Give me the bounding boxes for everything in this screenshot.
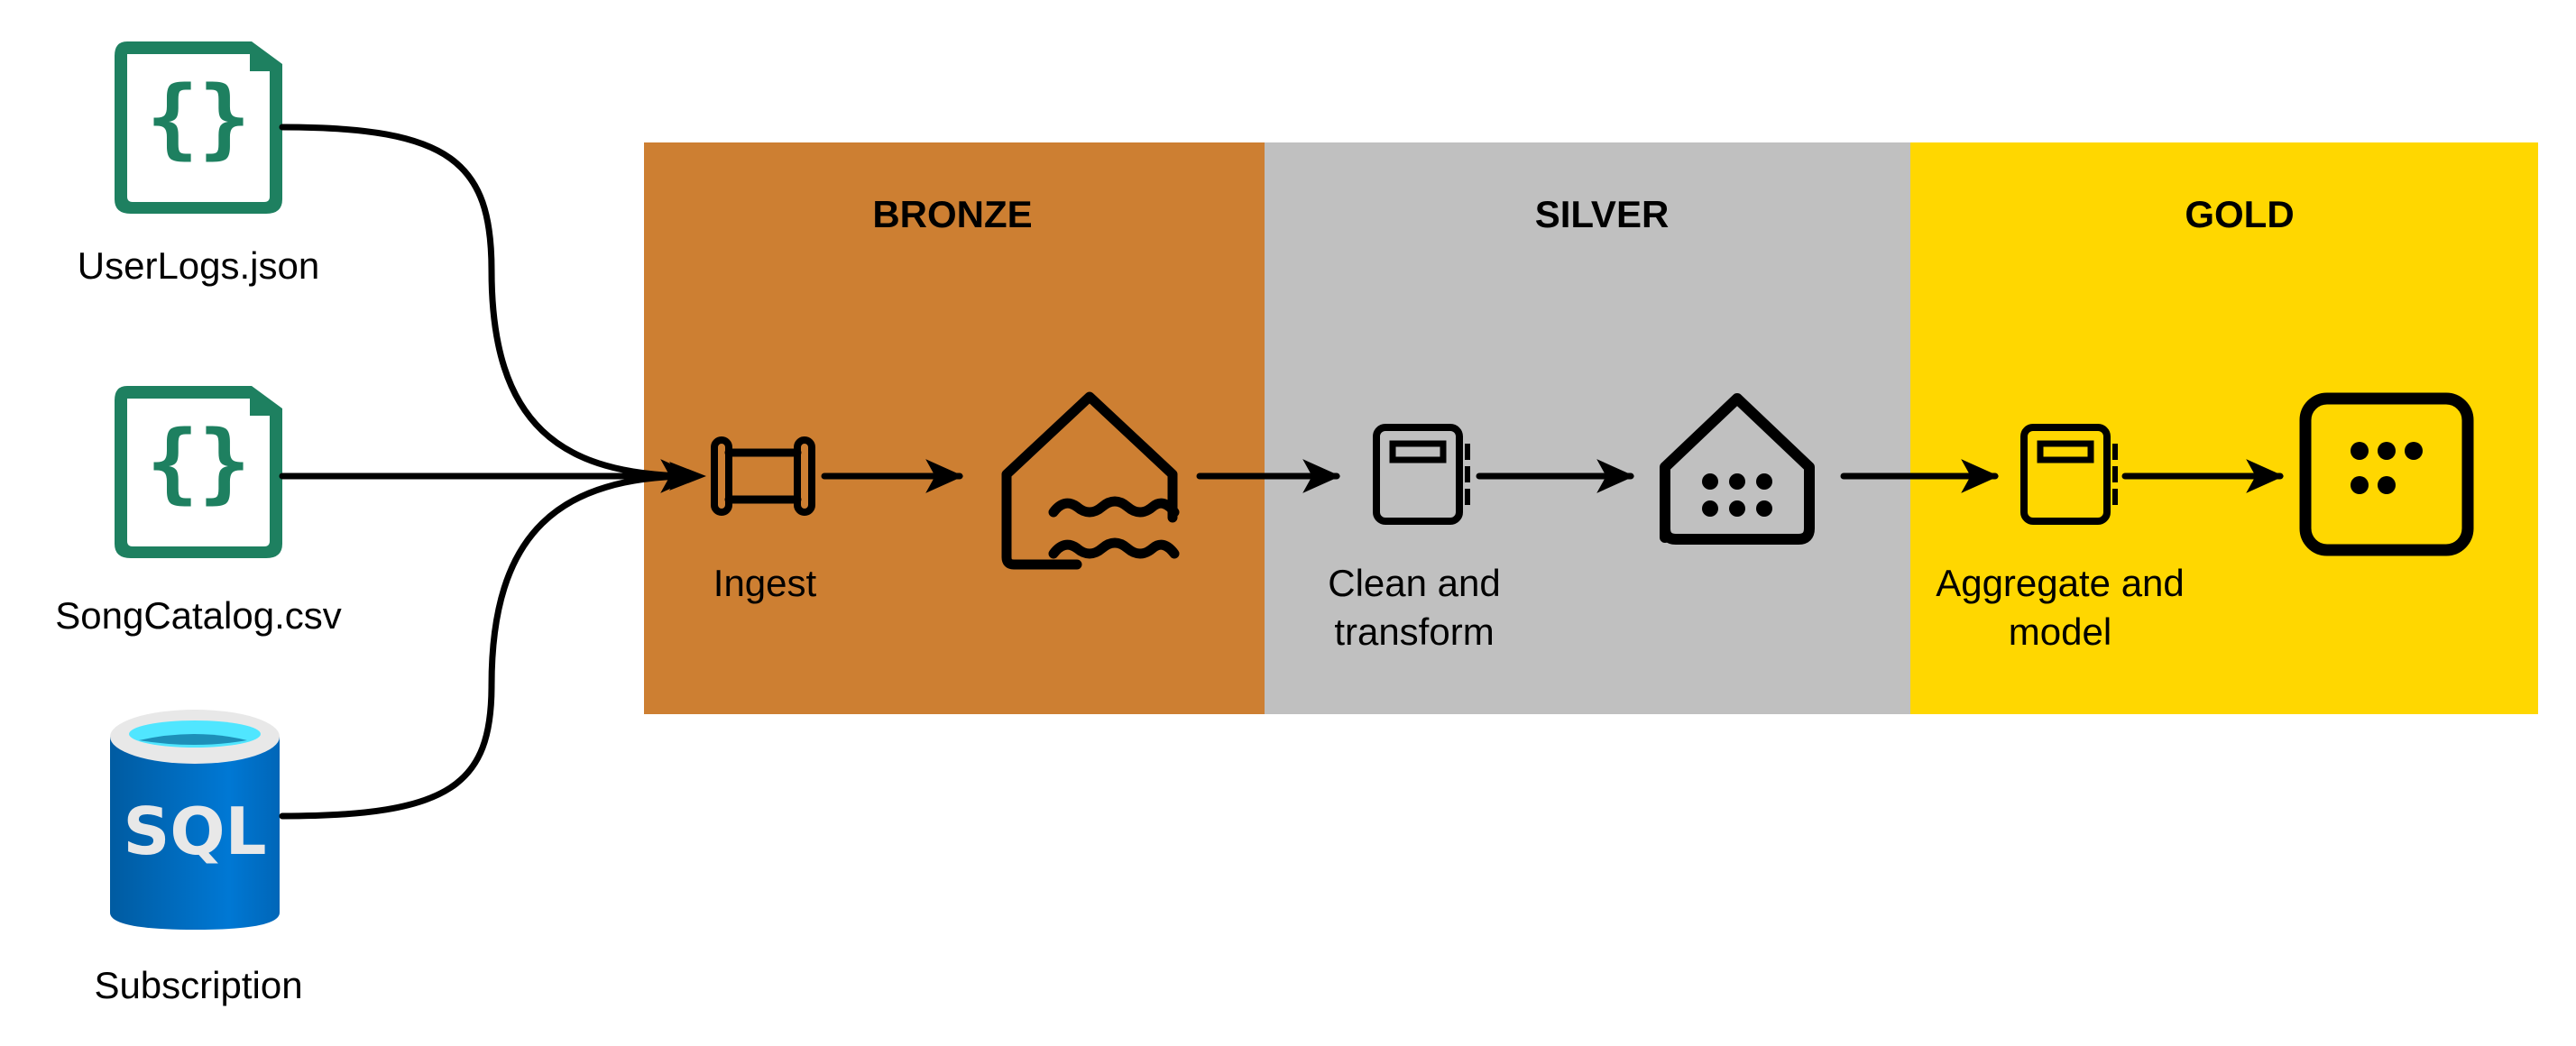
step-label-aggregate-line2: model <box>2009 610 2111 653</box>
connector-userlogs <box>279 124 698 480</box>
notebook-icon <box>1373 424 1470 525</box>
step-label-ingest: Ingest <box>713 562 817 604</box>
svg-text:{}: {} <box>146 68 251 169</box>
json-file-icon: {} <box>115 386 282 558</box>
source-label-subscription: Subscription <box>94 964 302 1006</box>
sql-database-icon: SQL <box>110 710 280 930</box>
json-file-icon: {} <box>115 41 282 214</box>
svg-text:SQL: SQL <box>124 794 267 869</box>
svg-text:{}: {} <box>146 412 251 513</box>
source-label-songcatalog: SongCatalog.csv <box>55 594 342 637</box>
warehouse-icon <box>2299 392 2474 556</box>
gold-title: GOLD <box>2185 193 2294 235</box>
step-label-clean-line2: transform <box>1334 610 1494 653</box>
step-label-aggregate-line1: Aggregate and <box>1936 562 2185 604</box>
silver-title: SILVER <box>1535 193 1670 235</box>
gold-layer <box>1910 142 2538 714</box>
step-label-clean-line1: Clean and <box>1328 562 1500 604</box>
silver-layer <box>1265 142 1910 714</box>
pipeline-icon <box>711 436 815 516</box>
bronze-title: BRONZE <box>872 193 1032 235</box>
lakehouse-icon <box>1660 393 1815 545</box>
data-lake-icon <box>1001 391 1180 570</box>
arrowhead <box>669 462 706 491</box>
source-label-userlogs: UserLogs.json <box>78 244 319 287</box>
bronze-layer <box>644 142 1265 714</box>
notebook-icon <box>2020 424 2118 525</box>
connector-subscription <box>279 459 699 820</box>
